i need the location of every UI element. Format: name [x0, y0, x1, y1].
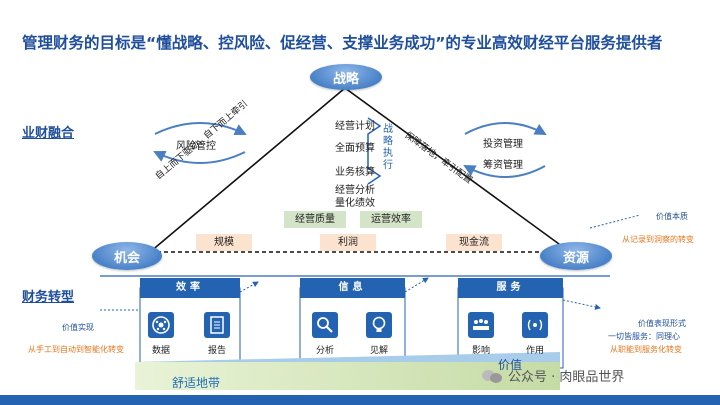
page-title: 管理财务的目标是“懂战略、控风险、促经营、支撑业务成功”的专业高效财经平台服务提… [22, 34, 663, 52]
column-header-information: 信息 [300, 278, 405, 298]
item-quantified-performance: 量化绩效 [335, 198, 375, 209]
item-business-accounting: 业务核算 [335, 167, 375, 178]
note-back-to-business: 从职能到服务化转变 [610, 345, 682, 354]
note-value-realization: 价值实现 [62, 323, 94, 332]
scale-box: 规模 [196, 234, 252, 251]
caption-report: 报告 [207, 346, 226, 356]
profit-box: 利润 [320, 234, 376, 251]
note-record-to-insight: 从记录到洞察的转变 [622, 235, 694, 244]
item-full-budget: 全面预算 [335, 143, 375, 154]
value-label: 价值 [498, 358, 523, 372]
caption-analysis: 分析 [315, 346, 334, 356]
node-opportunity: 机会 [92, 242, 162, 270]
note-manual-to-smart: 从手工到自动到智能化转变 [28, 345, 124, 354]
section-business-finance: 业财融合 [22, 126, 75, 141]
node-strategy: 战略 [310, 64, 382, 90]
column-header-service: 服务 [458, 278, 563, 298]
section-finance-transformation: 财务转型 [22, 290, 75, 305]
financing-mgmt-label: 筹资管理 [483, 160, 523, 171]
column-header-efficiency: 效率 [140, 278, 240, 298]
node-resource: 资源 [540, 242, 612, 270]
note-value-essence: 价值本质 [656, 212, 688, 221]
caption-impact: 影响 [471, 346, 490, 356]
cashflow-box: 现金流 [446, 234, 502, 251]
caption-insight: 见解 [369, 346, 388, 356]
page-number: 8 [12, 388, 16, 395]
watermark: 公众号 · 肉眼品世界 [482, 366, 624, 385]
note-all-service: 一切皆服务：同理心 [608, 332, 680, 341]
data-disc-icon [148, 312, 174, 338]
signal-icon [522, 312, 548, 338]
item-operating-analysis: 经营分析 [335, 185, 375, 196]
magnifier-icon [312, 312, 338, 338]
caption-effect: 作用 [525, 346, 544, 356]
investment-mgmt-label: 投资管理 [483, 139, 523, 150]
note-value-form: 价值表现形式 [638, 319, 686, 328]
report-doc-icon [204, 312, 230, 338]
meeting-icon [468, 312, 494, 338]
item-operating-plan: 经营计划 [335, 121, 375, 132]
strategy-exec-label: 战略执行 [383, 124, 393, 171]
wechat-icon [482, 368, 504, 384]
efficiency-box: 运营效率 [360, 211, 422, 228]
caption-data: 数据 [151, 346, 170, 356]
risk-control-label: 风险管控 [176, 141, 216, 152]
quality-box: 经营质量 [284, 211, 346, 228]
lightbulb-icon [366, 312, 392, 338]
comfort-zone-label: 舒适地带 [172, 376, 221, 390]
